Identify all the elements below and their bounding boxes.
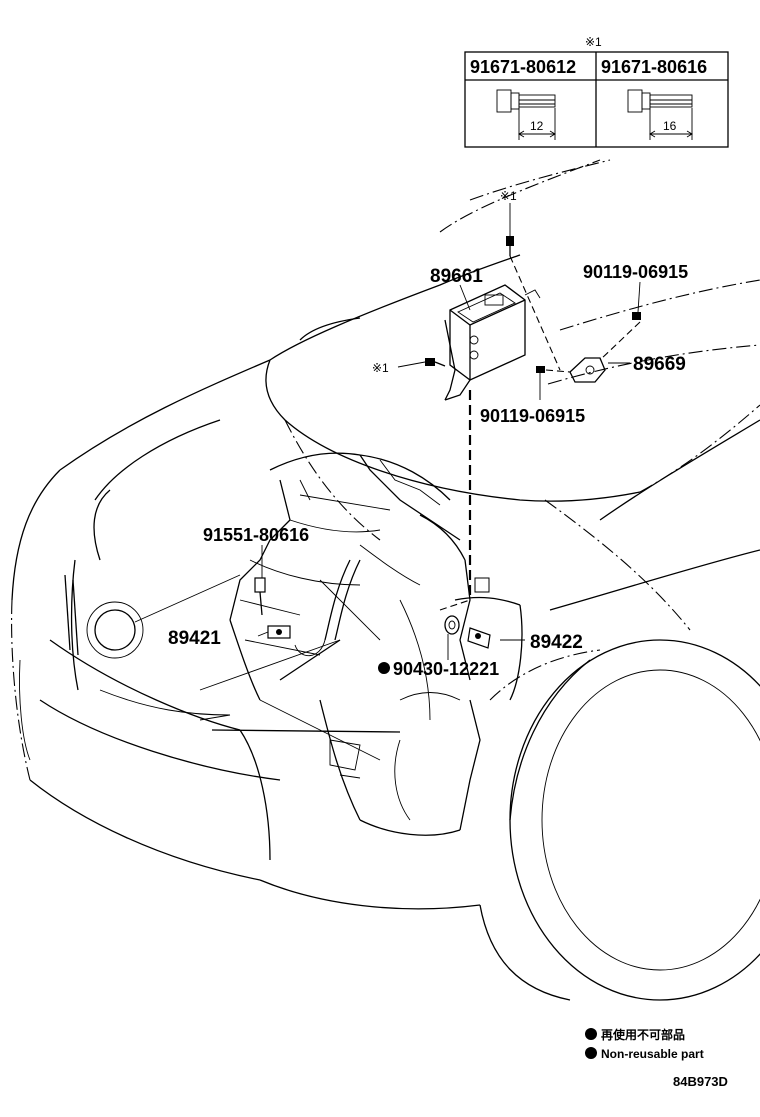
non-reusable-dot-icon [378, 662, 390, 674]
vehicle-body-outline [11, 159, 760, 1001]
legend-line-2: Non-reusable part [601, 1047, 704, 1061]
callout-bracket: 89669 [633, 354, 686, 375]
figure-code: 84B973D [673, 1074, 728, 1089]
engine-sketch [199, 452, 523, 836]
table-col2-dimension: 16 [663, 119, 677, 133]
callout-bolt-upper: 90119-06915 [583, 262, 688, 282]
ecu-assembly [425, 236, 641, 600]
callout-bolt-mark-left: ※1 [372, 361, 389, 375]
gasket-icon [444, 615, 460, 635]
leader-lines [257, 203, 641, 660]
knock-sensor-right-icon [467, 627, 491, 649]
bolt-top-icon [506, 236, 514, 256]
table-col1-part-number: 91671-80612 [470, 57, 576, 77]
callout-bolt-lower: 90119-06915 [480, 406, 585, 426]
legend: 再使用不可部品 Non-reusable part [585, 1027, 704, 1061]
bolt-12-icon [496, 89, 556, 140]
table-col2-part-number: 91671-80616 [601, 57, 707, 77]
bolt-16-icon [627, 89, 693, 140]
legend-line-1: 再使用不可部品 [601, 1027, 685, 1042]
callout-knock-sensor-right: 89422 [530, 632, 583, 653]
callout-sensor-bolt: 91551-80616 [203, 525, 309, 545]
bolt-right-upper-icon [632, 312, 641, 320]
bolt-left-icon [425, 358, 446, 367]
knock-sensor-left-icon [267, 625, 291, 639]
callout-bolt-mark-top: ※1 [500, 189, 517, 203]
sensor-bolt-icon [254, 577, 266, 616]
legend-dot-icon-2 [585, 1047, 597, 1059]
legend-dot-icon-1 [585, 1028, 597, 1040]
callout-ecu: 89661 [430, 266, 483, 287]
callout-knock-sensor-left: 89421 [168, 628, 221, 649]
bolt-spec-table: ※1 91671-80612 91671-80616 12 [464, 35, 729, 148]
table-header-mark: ※1 [585, 35, 602, 49]
bolt-right-lower-icon [536, 366, 545, 373]
knock-sensor-assembly [254, 577, 491, 649]
table-col1-dimension: 12 [530, 119, 544, 133]
callout-gasket: 90430-12221 [393, 659, 499, 679]
